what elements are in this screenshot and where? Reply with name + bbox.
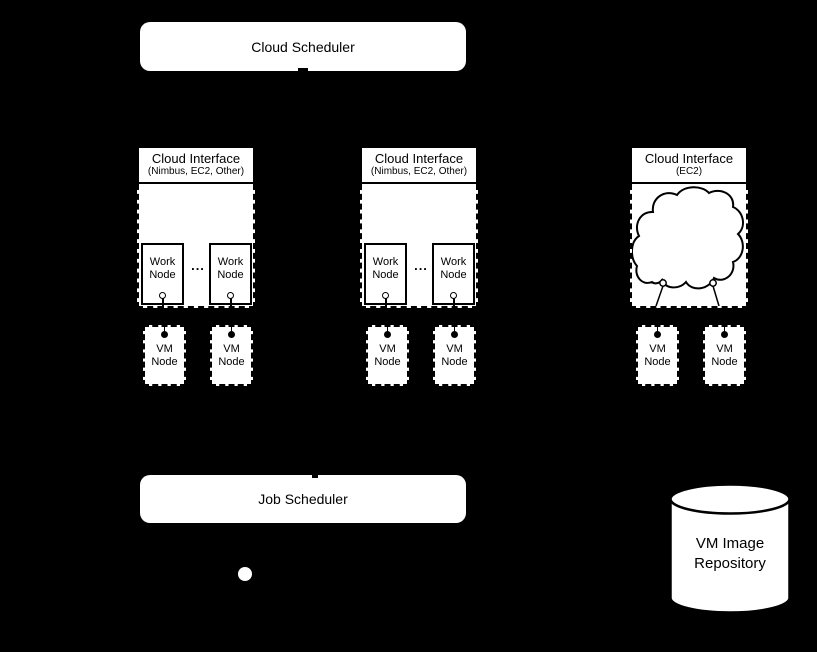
cloud-interface-title: Cloud Interface — [151, 151, 241, 166]
cloud-icon — [632, 186, 745, 306]
repository-label-line1: VM Image — [695, 535, 765, 552]
cloud-interface-group-1: Cloud Interface (Nimbus, EC2, Other) Wor… — [137, 146, 255, 386]
connector-wire — [453, 298, 455, 308]
connector-wire — [655, 285, 664, 306]
connector-wire — [712, 285, 720, 306]
cloud-scheduler-box: Cloud Scheduler — [140, 22, 466, 71]
resource-pool: Work Node ... Work Node — [360, 184, 478, 308]
cloud-scheduler-label: Cloud Scheduler — [251, 38, 355, 55]
port-circle — [450, 292, 457, 299]
cloud-interface-group-3: Cloud Interface (EC2) VM Node VM Node — [630, 146, 748, 386]
vm-node-label: VM Node — [151, 343, 178, 368]
status-dot — [238, 567, 252, 581]
connector-wire — [230, 327, 232, 333]
cloud-interface-label-box: Cloud Interface (EC2) — [630, 146, 748, 184]
work-node-label: Work Node — [149, 256, 176, 281]
cloud-interface-title: Cloud Interface — [374, 151, 464, 166]
cloud-interface-subtitle: (Nimbus, EC2, Other) — [147, 166, 245, 177]
port-dot — [228, 331, 235, 338]
cloud-interface-label-box: Cloud Interface (Nimbus, EC2, Other) — [360, 146, 478, 184]
work-node: Work Node — [432, 243, 475, 305]
cloud-interface-subtitle: (EC2) — [675, 166, 703, 177]
vm-node: VM Node — [433, 325, 476, 386]
connector-wire — [386, 327, 388, 333]
port-circle — [382, 292, 389, 299]
connector-wire — [163, 327, 165, 333]
work-node: Work Node — [209, 243, 252, 305]
repository-label: VM Image Repository — [668, 534, 792, 574]
connector-stub — [298, 68, 308, 71]
vm-node: VM Node — [636, 325, 679, 386]
vm-node-label: VM Node — [711, 343, 738, 368]
cloud-interface-subtitle: (Nimbus, EC2, Other) — [370, 166, 468, 177]
cloud-interface-label-box: Cloud Interface (Nimbus, EC2, Other) — [137, 146, 255, 184]
port-dot — [384, 331, 391, 338]
connector-wire — [723, 327, 725, 333]
vm-node: VM Node — [210, 325, 253, 386]
port-circle — [659, 279, 667, 287]
port-circle — [159, 292, 166, 299]
database-cylinder-icon — [669, 483, 791, 614]
cloud-interface-group-2: Cloud Interface (Nimbus, EC2, Other) Wor… — [360, 146, 478, 386]
connector-wire — [230, 298, 232, 308]
work-node-label: Work Node — [217, 256, 244, 281]
vm-node-label: VM Node — [374, 343, 401, 368]
connector-wire — [385, 298, 387, 308]
vm-node-label: VM Node — [644, 343, 671, 368]
port-dot — [721, 331, 728, 338]
vm-node: VM Node — [703, 325, 746, 386]
connector-stub — [312, 475, 318, 478]
port-dot — [654, 331, 661, 338]
work-node: Work Node — [364, 243, 407, 305]
repository-label-line2: Repository — [694, 555, 766, 572]
port-dot — [161, 331, 168, 338]
work-node-label: Work Node — [440, 256, 467, 281]
port-dot — [451, 331, 458, 338]
port-circle — [709, 279, 717, 287]
connector-wire — [453, 327, 455, 333]
resource-pool: Work Node ... Work Node — [137, 184, 255, 308]
vm-node: VM Node — [366, 325, 409, 386]
job-scheduler-box: Job Scheduler — [140, 475, 466, 523]
vm-node-label: VM Node — [218, 343, 245, 368]
connector-wire — [656, 327, 658, 333]
port-circle — [227, 292, 234, 299]
resource-pool — [630, 184, 748, 308]
job-scheduler-label: Job Scheduler — [258, 491, 348, 507]
ellipsis-dots: ... — [191, 258, 205, 273]
vm-node: VM Node — [143, 325, 186, 386]
ellipsis-dots: ... — [414, 258, 428, 273]
vm-node-label: VM Node — [441, 343, 468, 368]
connector-wire — [162, 298, 164, 308]
cloud-interface-title: Cloud Interface — [644, 151, 734, 166]
work-node-label: Work Node — [372, 256, 399, 281]
